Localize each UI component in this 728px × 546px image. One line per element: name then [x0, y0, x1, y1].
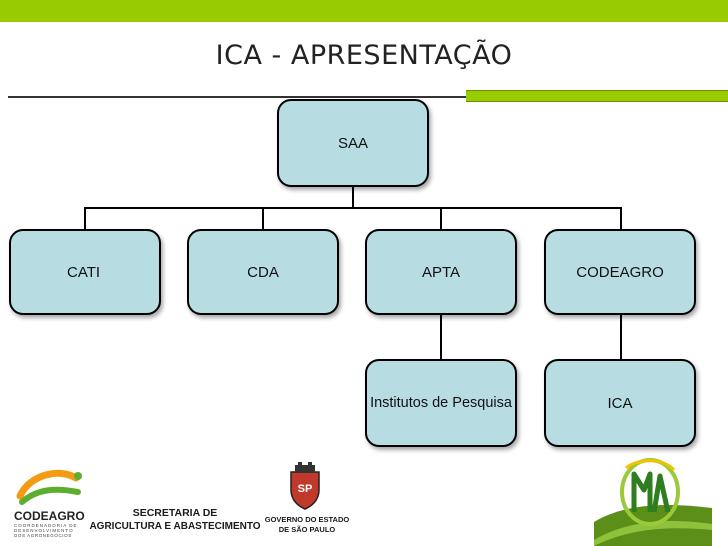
codeagro-subtitle-1: COORDENADORIA DE	[14, 523, 78, 528]
governo-line2: DE SÃO PAULO	[278, 525, 336, 534]
codeagro-name: CODEAGRO	[14, 509, 85, 523]
node-saa: SAA	[277, 99, 429, 187]
connector-codeagro	[620, 207, 622, 230]
codeagro-subtitle-2: DESENVOLVIMENTO	[14, 528, 74, 533]
secretaria-line1: SECRETARIA DE	[132, 507, 218, 519]
node-apta: APTA	[365, 229, 517, 315]
connector-cati	[84, 207, 86, 230]
codeagro-logo: CODEAGRO COORDENADORIA DE DESENVOLVIMENT…	[12, 466, 92, 538]
connector-apta	[440, 207, 442, 230]
connector-cda	[262, 207, 264, 230]
connector-codeagro-ica	[620, 314, 622, 360]
codeagro-swoosh-icon	[16, 469, 82, 505]
codeagro-subtitle-3: DOS AGRONEGÓCIOS	[14, 533, 72, 538]
ica-logo-icon	[594, 458, 712, 546]
node-cda: CDA	[187, 229, 339, 315]
node-ica: ICA	[544, 359, 696, 447]
node-cati: CATI	[9, 229, 161, 315]
sao-paulo-crest-icon: SP	[290, 462, 320, 510]
node-codeagro: CODEAGRO	[544, 229, 696, 315]
slide-title: ICA - APRESENTAÇÃO	[215, 40, 513, 71]
connector-apta-institutos	[440, 314, 442, 360]
title-underline	[8, 96, 470, 98]
connector-root-down	[352, 186, 354, 208]
connector-horizontal	[84, 207, 622, 209]
node-institutos-de-pesquisa: Institutos de Pesquisa	[365, 359, 517, 447]
top-green-band	[0, 0, 728, 22]
title-accent-bar	[466, 90, 728, 102]
secretaria-line2: AGRICULTURA E ABASTECIMENTO	[89, 521, 261, 532]
crest-letters: SP	[298, 483, 313, 495]
governo-line1: GOVERNO DO ESTADO	[264, 515, 350, 524]
